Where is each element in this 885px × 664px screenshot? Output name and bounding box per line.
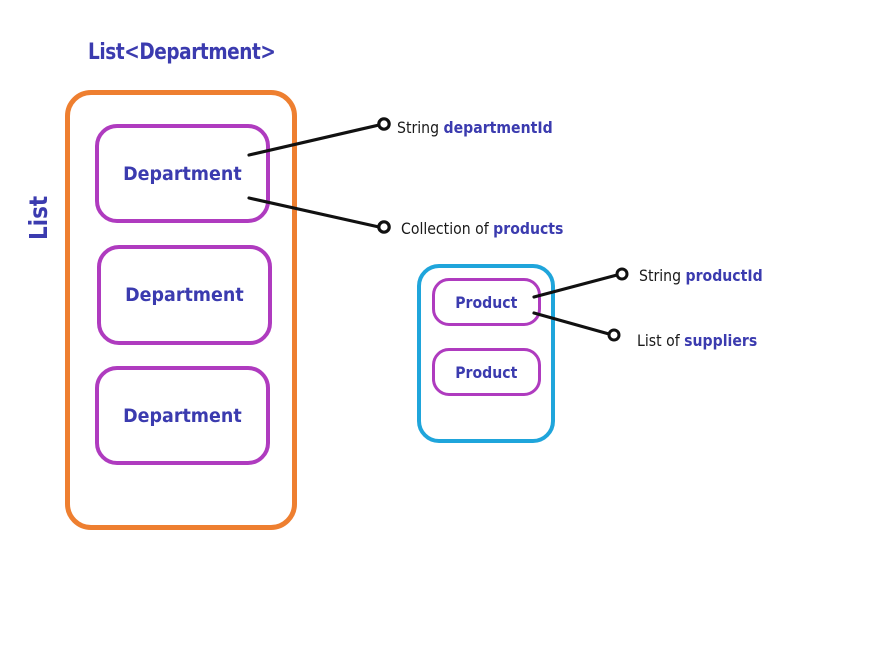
department-list-container — [65, 90, 297, 530]
product-box-label: Product — [455, 292, 518, 312]
annotation-prefix: String — [639, 266, 686, 285]
annotation-prefix: Collection of — [401, 219, 494, 238]
connector-endpoint-dot — [377, 117, 391, 131]
annotation-productid: String productId — [639, 266, 763, 285]
page-title: List<Department> — [88, 40, 276, 65]
connector-endpoint-dot — [377, 220, 391, 234]
department-box-3[interactable]: Department — [95, 366, 270, 465]
department-box-label: Department — [125, 284, 244, 306]
annotation-products: Collection of products — [401, 219, 563, 238]
product-list-container — [417, 264, 555, 443]
product-box-label: Product — [455, 362, 518, 382]
annotation-departmentid: String departmentId — [397, 118, 553, 137]
annotation-keyword: departmentId — [443, 118, 553, 137]
vertical-list-label: List — [24, 195, 53, 240]
annotation-keyword: productId — [685, 266, 763, 285]
department-box-label: Department — [123, 404, 242, 427]
connector-endpoint-dot — [615, 267, 629, 281]
department-box-1[interactable]: Department — [95, 124, 270, 223]
connector-endpoint-dot — [607, 328, 621, 342]
annotation-keyword: suppliers — [684, 331, 758, 350]
annotation-prefix: List of — [637, 331, 685, 350]
product-box-1[interactable]: Product — [432, 278, 541, 326]
department-box-label: Department — [123, 162, 242, 185]
product-box-2[interactable]: Product — [432, 348, 541, 396]
annotation-suppliers: List of suppliers — [637, 331, 757, 350]
annotation-prefix: String — [397, 118, 444, 137]
department-box-2[interactable]: Department — [97, 245, 272, 345]
annotation-keyword: products — [493, 219, 564, 238]
